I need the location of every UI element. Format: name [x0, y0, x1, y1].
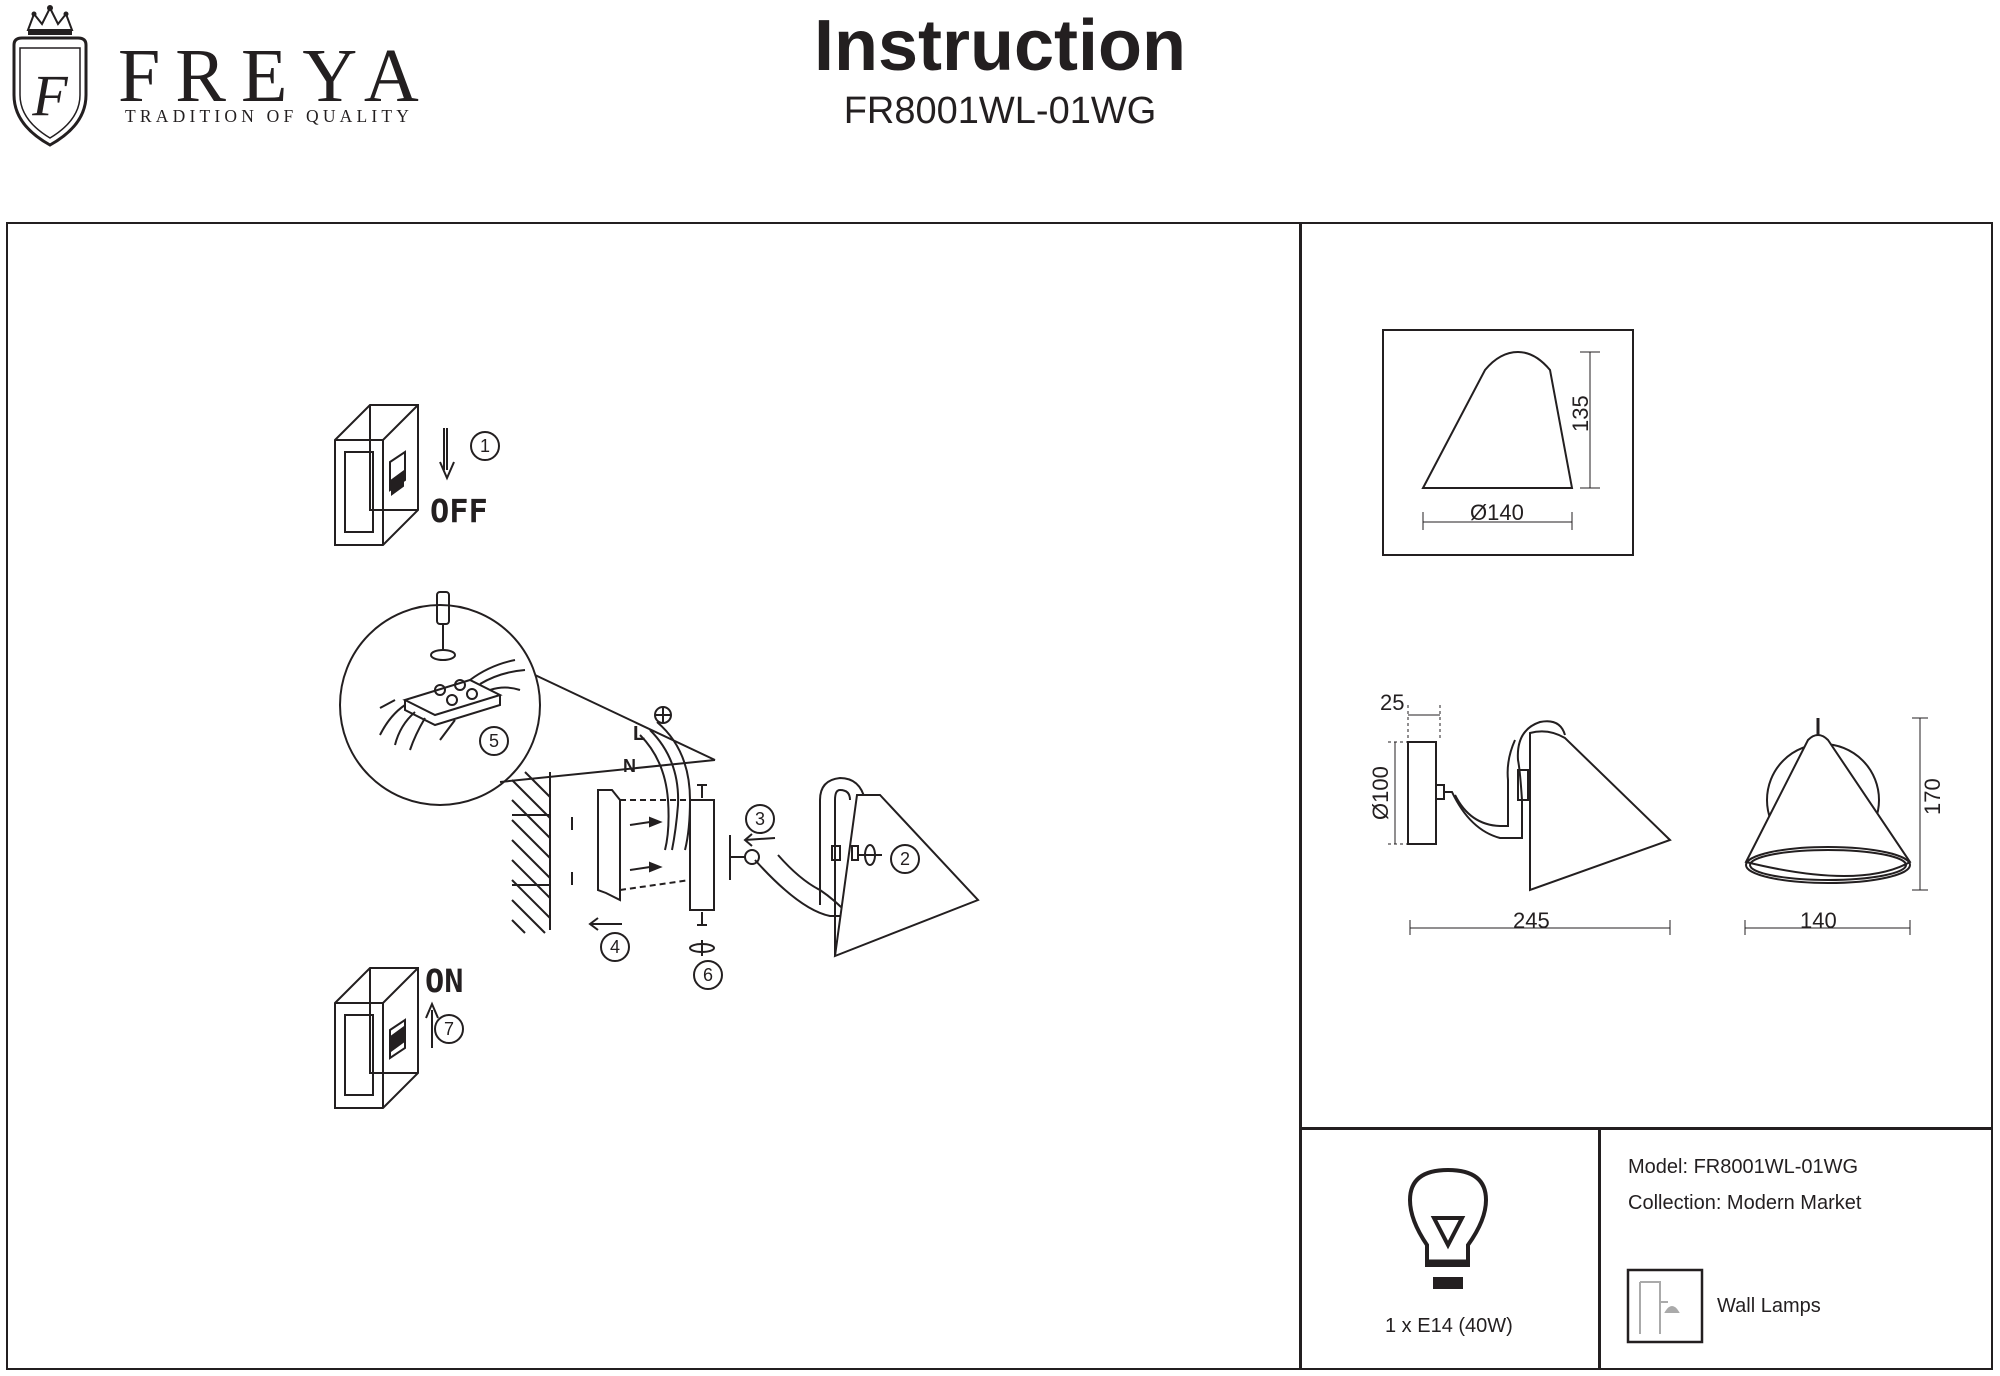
content-frame — [6, 222, 1993, 1370]
step-number-6: 6 — [693, 960, 723, 990]
on-label: ON — [425, 962, 464, 1000]
front-view-lamp — [1744, 717, 1928, 935]
switch-off-icon — [334, 404, 455, 546]
spec-vertical-divider — [1598, 1127, 1601, 1370]
brand-name: FREYA — [118, 34, 434, 118]
wire-neutral-label: N — [623, 756, 636, 776]
bulb-icon — [1407, 1167, 1489, 1289]
frame-horizontal-divider — [1299, 1127, 1993, 1130]
step-number-3: 3 — [745, 804, 775, 834]
dim-top-height: 135 — [1568, 395, 1593, 432]
step-number-2: 2 — [890, 844, 920, 874]
step-number-4: 4 — [600, 932, 630, 962]
top-view-frame — [1382, 329, 1634, 556]
dim-base-depth: 25 — [1380, 690, 1405, 715]
dim-top-diameter: Ø140 — [1470, 500, 1524, 525]
switch-on-icon — [334, 967, 439, 1109]
brand-tagline: TRADITION OF QUALITY — [125, 106, 414, 126]
crest-letter: F — [31, 63, 68, 128]
frame-vertical-divider — [1299, 222, 1302, 1370]
freya-crest-icon: F — [12, 5, 88, 147]
step-number-1: 1 — [470, 431, 500, 461]
dim-front-height: 170 — [1920, 778, 1945, 815]
wall-hatch — [511, 771, 573, 934]
lamp-arm-shade — [730, 776, 980, 958]
mounting-bracket — [588, 789, 691, 931]
step-number-7: 7 — [434, 1014, 464, 1044]
wall-lamp-category-icon — [1626, 1268, 1704, 1344]
dim-base-diameter: Ø100 — [1368, 766, 1393, 820]
off-label: OFF — [430, 492, 488, 530]
document-model-code: FR8001WL-01WG — [843, 90, 1157, 132]
dim-front-width: 140 — [1800, 908, 1837, 933]
wiring-detail-magnifier — [339, 591, 716, 806]
side-view-lamp — [1388, 705, 1672, 935]
spec-collection: Collection: Modern Market — [1628, 1192, 1862, 1214]
spec-category: Wall Lamps — [1717, 1295, 1821, 1317]
bulb-spec: 1 x E14 (40W) — [1385, 1315, 1513, 1337]
spec-model: Model: FR8001WL-01WG — [1628, 1156, 1859, 1178]
dim-length: 245 — [1513, 908, 1550, 933]
top-view-shade — [1421, 350, 1574, 489]
step-number-5: 5 — [479, 726, 509, 756]
document-title: Instruction — [814, 6, 1186, 86]
wire-live-label: L — [633, 723, 645, 745]
